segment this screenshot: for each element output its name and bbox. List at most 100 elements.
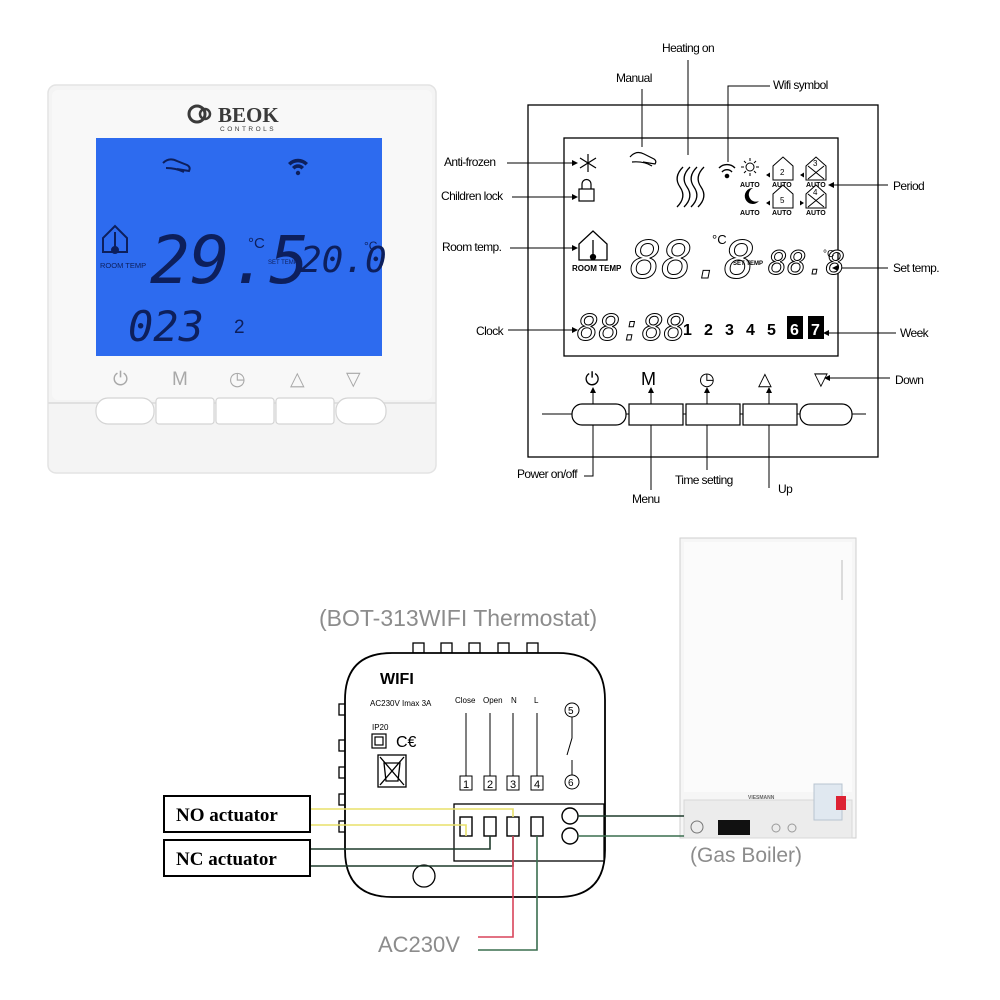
set-temp-unit: °C xyxy=(364,239,378,253)
photo-up-button[interactable] xyxy=(275,397,335,425)
room-temp-value: 29.5 xyxy=(150,222,309,299)
diagram-room-temp-seg: 88.8 xyxy=(630,231,755,291)
label-set-temp: Set temp. xyxy=(893,261,939,275)
label-up: Up xyxy=(778,482,793,496)
display-diagram: Heating on Manual Wifi symbol Anti-froze… xyxy=(441,41,940,506)
terminal-labels: Close Open N L xyxy=(455,696,539,705)
week-days: 1 2 3 4 5 6 7 xyxy=(683,316,824,339)
weee-bin-icon xyxy=(377,754,407,788)
period-arrows xyxy=(766,172,804,206)
terminal-number-boxes xyxy=(459,775,544,791)
label-heating-on: Heating on xyxy=(662,41,714,55)
nc-actuator-label: NC actuator xyxy=(176,849,277,870)
photo-power-button[interactable] xyxy=(95,397,155,425)
diagram-lcd-frame xyxy=(563,137,839,357)
diagram-room-house-icon xyxy=(578,230,608,261)
thermostat-back: WIFI AC230V Imax 3A IP20 C€ Close Open N… xyxy=(338,642,606,898)
label-power: Power on/off xyxy=(517,467,578,481)
week-day-5: 5 xyxy=(767,322,776,339)
label-down: Down xyxy=(895,373,923,387)
auto-label-5: AUTO xyxy=(772,210,792,217)
lock-icon xyxy=(578,178,595,202)
wiring-diagram: (BOT-313WIFI Thermostat) VIESMANN (Gas B… xyxy=(163,537,857,957)
diagram-up-glyph: △ xyxy=(758,369,772,389)
diagram-power-glyph: ⏻ xyxy=(585,369,599,389)
wifi-label: WIFI xyxy=(380,671,414,688)
photo-down-button[interactable] xyxy=(335,397,387,425)
auto-label-4: AUTO xyxy=(740,210,760,217)
diagram-clock-seg: 88:88 xyxy=(577,308,685,349)
boiler-label: (Gas Boiler) xyxy=(690,844,802,867)
week-day-6-bg xyxy=(787,316,803,339)
terminal-label-l: L xyxy=(534,696,539,705)
boiler-brand: VIESMANN xyxy=(748,795,775,801)
diagram-button-glyphs: ⏻ M ◷ △ ▽ xyxy=(585,369,828,389)
label-period: Period xyxy=(893,179,924,193)
photo-clock-glyph: ◷ xyxy=(229,369,246,390)
period-house-5-icon xyxy=(772,184,794,209)
diagram-power-button[interactable] xyxy=(571,403,627,426)
leader-wifi xyxy=(727,85,770,162)
diagram-down-glyph: ▽ xyxy=(814,369,828,389)
wire-no-yellow-2 xyxy=(310,824,467,836)
diagram-room-unit: °C xyxy=(712,232,727,247)
diagram-clock-glyph: ◷ xyxy=(699,369,715,389)
mount-hole-icon xyxy=(412,864,436,888)
diagram-clock-button[interactable] xyxy=(685,403,741,426)
period-number-4: 4 xyxy=(813,188,818,197)
manual-hand-icon xyxy=(162,158,191,173)
terminal-numbers: 1 2 3 4 xyxy=(463,779,540,791)
leader-arrowheads xyxy=(572,160,838,393)
no-actuator-box xyxy=(163,795,311,833)
heating-waves-icon xyxy=(676,166,705,208)
label-clock: Clock xyxy=(476,324,505,338)
diagram-room-temp-tag: ROOM TEMP xyxy=(572,264,622,273)
week-day-1: 1 xyxy=(683,322,692,339)
photo-menu-button[interactable] xyxy=(155,397,215,425)
boiler-display xyxy=(718,820,750,835)
label-anti-frozen: Anti-frozen xyxy=(444,155,495,169)
diagram-set-temp-tag: SET TEMP xyxy=(733,261,763,267)
label-week: Week xyxy=(900,326,930,340)
rating-text: AC230V Imax 3A xyxy=(370,699,432,708)
diagram-menu-button[interactable] xyxy=(628,403,684,426)
terminal-number-4: 4 xyxy=(534,779,540,791)
screw-terminal-5 xyxy=(561,807,579,825)
gas-boiler: VIESMANN xyxy=(679,537,857,839)
diagram-set-unit: °C xyxy=(823,249,834,260)
diagram-set-temp-seg: 88.8 xyxy=(768,244,845,282)
clock-value: 023 xyxy=(128,302,204,351)
terminal-label-open: Open xyxy=(483,696,503,705)
set-temp-label: SET TEMP xyxy=(268,260,298,266)
terminal-number-3: 3 xyxy=(510,779,516,791)
diagram-wifi-icon xyxy=(718,163,736,179)
photo-power-glyph: ⏻ xyxy=(113,369,128,390)
wires xyxy=(310,808,684,951)
diagram-up-button[interactable] xyxy=(742,403,798,426)
thermostat-photo: BEOK CONTROLS ROOM TEMP 29.5 °C SET TEMP… xyxy=(47,84,437,474)
diagram-down-button[interactable] xyxy=(799,403,853,426)
nc-actuator-box xyxy=(163,839,311,877)
photo-clock-button[interactable] xyxy=(215,397,275,425)
terminal-number-1: 1 xyxy=(463,779,469,791)
relay-number-5: 5 xyxy=(568,706,574,717)
week-day-7-bg xyxy=(808,316,824,339)
brand-subtext: CONTROLS xyxy=(220,126,276,133)
snowflake-icon xyxy=(579,154,597,172)
period-number-3: 3 xyxy=(813,159,818,168)
week-day-4: 4 xyxy=(746,322,755,339)
double-insulation-icon xyxy=(371,733,387,749)
photo-up-glyph: △ xyxy=(290,369,305,390)
relay-switch-icon xyxy=(566,717,573,775)
boiler-gauge-icon xyxy=(690,820,704,834)
no-actuator-label: NO actuator xyxy=(176,805,278,826)
sun-icon xyxy=(741,158,759,176)
label-manual: Manual xyxy=(616,71,652,85)
wifi-icon xyxy=(288,158,308,176)
photo-button-glyphs: ⏻ M ◷ △ ▽ xyxy=(113,369,361,390)
beok-logo: BEOK CONTROLS xyxy=(187,103,279,133)
wiring-title: (BOT-313WIFI Thermostat) xyxy=(319,605,597,631)
week-day-6: 6 xyxy=(790,322,799,339)
period-house-3-icon xyxy=(805,156,827,181)
